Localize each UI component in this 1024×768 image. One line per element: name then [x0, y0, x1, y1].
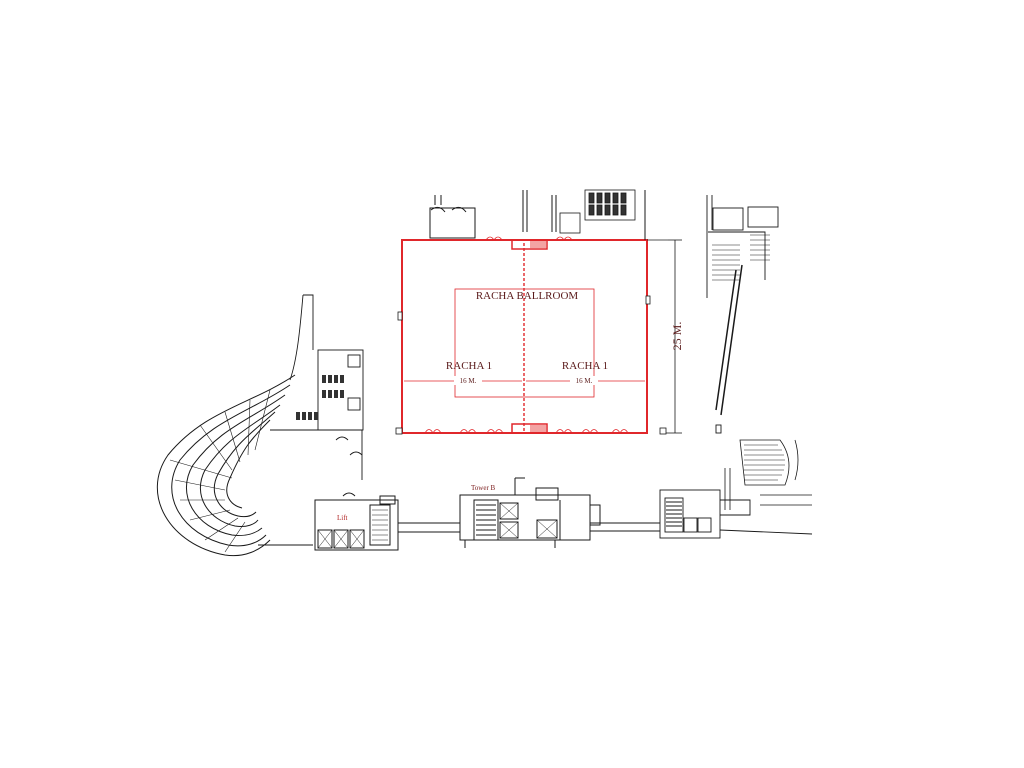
tower-b [459, 477, 601, 548]
connecting-corridor [398, 522, 660, 533]
west-terraces [156, 374, 296, 557]
west-lift-block[interactable] [314, 492, 399, 551]
stage-bottom-hatch [530, 425, 546, 432]
east-stair [706, 195, 779, 434]
room-label-left: RACHA 1 [446, 360, 492, 372]
ballroom-title: RACHA BALLROOM [476, 290, 579, 302]
lift-label: Lift [337, 514, 348, 522]
depth-label: 25 M. [670, 322, 684, 351]
southeast-steps [724, 439, 812, 510]
dim-label-bg-left [454, 376, 482, 385]
stage-top-hatch [530, 241, 546, 248]
stage-bottom [511, 423, 548, 434]
dim-label-right: 16 M. [576, 377, 593, 385]
room-label-right: RACHA 1 [562, 360, 608, 372]
north-corridor [429, 190, 646, 240]
depth-dimension [647, 239, 682, 434]
columns [395, 295, 667, 435]
racha-ballroom[interactable] [395, 236, 667, 435]
tower-b-label: Tower B [471, 484, 496, 492]
top-doors [485, 236, 573, 241]
east-tower [659, 489, 813, 539]
west-restrooms [258, 294, 364, 546]
dim-label-left: 16 M. [460, 377, 477, 385]
dim-label-bg-right [570, 376, 598, 385]
bottom-doors [424, 429, 629, 434]
stage-top [511, 239, 548, 250]
restroom-north [559, 189, 636, 234]
